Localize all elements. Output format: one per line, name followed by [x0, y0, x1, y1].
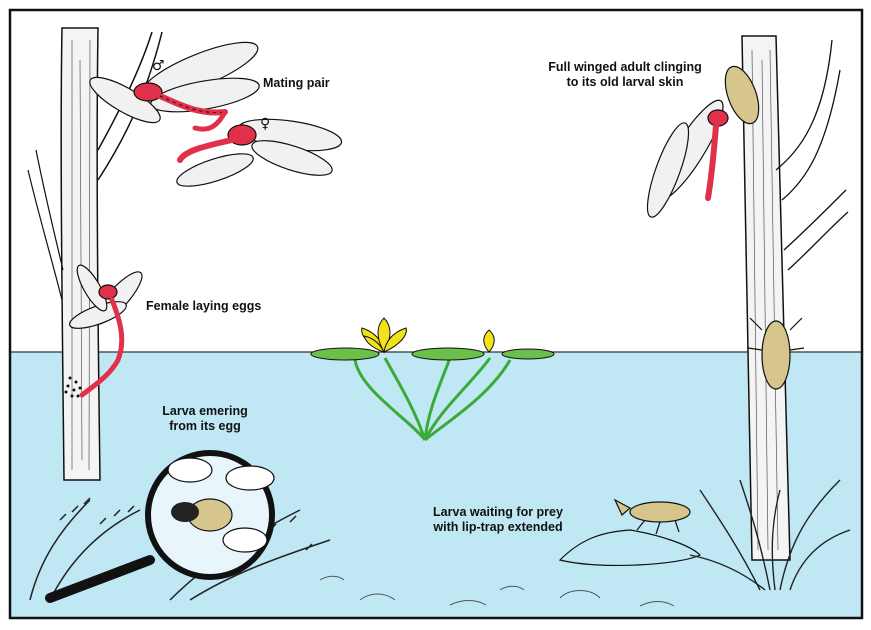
female-dragonfly-icon [176, 109, 343, 187]
lily-pad-2 [411, 347, 485, 361]
hunting-larva-icon [558, 498, 702, 567]
male-dragonfly-icon [89, 41, 260, 124]
adult-line-1: Full winged adult clinging [548, 60, 702, 74]
right-tree-icon [741, 35, 849, 561]
female-laying-text: Female laying eggs [146, 299, 262, 313]
sky [10, 10, 862, 355]
water-lily-icon [310, 317, 555, 442]
mating-pair-text: Mating pair [263, 76, 330, 90]
larval-skin-on-trunk-icon [747, 317, 805, 390]
lily-pad-3 [501, 348, 555, 360]
emerged-adult-dragonfly-icon [646, 65, 760, 218]
label-larva-emerging: Larva emering from its egg [145, 404, 265, 434]
eggs-cluster [64, 376, 82, 398]
female-symbol: ♀ [260, 116, 270, 132]
larva-prey-line-1: Larva waiting for prey [433, 505, 563, 519]
magnifying-glass-icon [45, 450, 275, 603]
lily-flower-open [361, 317, 407, 354]
frame-border [8, 8, 864, 620]
lily-flower-bud [483, 329, 495, 353]
adult-line-2: to its old larval skin [566, 75, 684, 89]
male-symbol: ♂ [152, 58, 165, 74]
larva-egg-line-2: from its egg [169, 419, 241, 433]
larva-egg-line-1: Larva emering [162, 404, 248, 418]
grass-icon [689, 479, 851, 591]
egg-laying-dragonfly-icon [69, 264, 143, 398]
label-female-laying-eggs: Female laying eggs [146, 299, 261, 314]
label-full-winged-adult: Full winged adult clinging to its old la… [520, 60, 730, 90]
label-mating-pair: Mating pair [263, 76, 330, 91]
label-larva-waiting: Larva waiting for prey with lip-trap ext… [418, 505, 578, 535]
pond-floor-stones [319, 575, 675, 607]
larva-prey-line-2: with lip-trap extended [433, 520, 563, 534]
lily-pad-1 [310, 347, 380, 361]
